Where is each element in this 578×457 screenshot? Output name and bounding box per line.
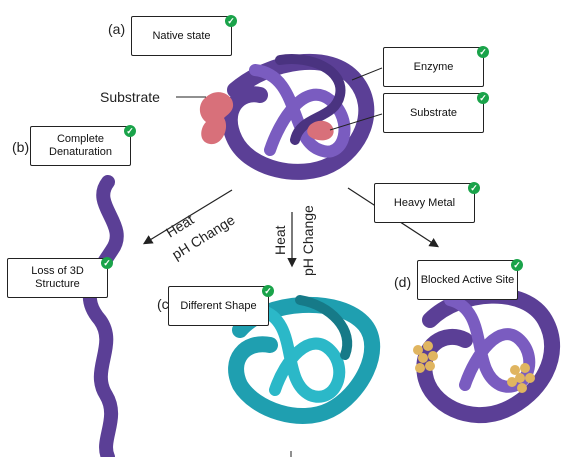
substrate-label-box[interactable]: Substrate ✓ (383, 92, 489, 133)
label-letter-b: (b) (12, 139, 30, 155)
check-icon: ✓ (477, 46, 489, 58)
heavy-metal-ions-right (507, 363, 535, 393)
different-shape-protein (228, 295, 381, 424)
loss-3d-structure-label: Loss of 3D Structure (31, 265, 84, 290)
loss-3d-structure-label-box[interactable]: Loss of 3D Structure ✓ (7, 257, 113, 298)
native-enzyme (221, 53, 375, 180)
check-icon: ✓ (468, 182, 480, 194)
different-shape-label: Different Shape (180, 299, 257, 312)
blocked-enzyme (416, 287, 561, 423)
denatured-strand (82, 175, 124, 457)
check-icon: ✓ (124, 125, 136, 137)
check-icon: ✓ (477, 92, 489, 104)
enzyme-leader (351, 67, 383, 81)
substrate-text: Substrate (100, 89, 160, 105)
different-shape-label-box[interactable]: Different Shape ✓ (168, 285, 274, 326)
native-state-label: Native state (152, 29, 211, 42)
blocked-active-site-label-box[interactable]: Blocked Active Site ✓ (417, 259, 523, 300)
heat-label-middle: Heat (272, 225, 288, 255)
check-icon: ✓ (511, 259, 523, 271)
heavy-metal-label-box[interactable]: Heavy Metal ✓ (374, 182, 480, 223)
substrate-molecule-bound (307, 120, 334, 141)
check-icon: ✓ (262, 285, 274, 297)
enzyme-label: Enzyme (413, 60, 454, 73)
label-letter-d: (d) (394, 274, 412, 290)
complete-denaturation-label-box[interactable]: Complete Denaturation ✓ (30, 125, 136, 166)
heavy-metal-ions-left (413, 341, 438, 373)
heavy-metal-label: Heavy Metal (393, 196, 456, 209)
arrow-to-denatured (142, 189, 233, 245)
label-letter-a: (a) (108, 21, 126, 37)
substrate-box-leader (329, 113, 383, 131)
substrate-label: Substrate (409, 106, 458, 119)
enzyme-label-box[interactable]: Enzyme ✓ (383, 46, 489, 87)
ph-label-middle: pH Change (300, 205, 316, 276)
check-icon: ✓ (225, 15, 237, 27)
check-icon: ✓ (101, 257, 113, 269)
blocked-active-site-label: Blocked Active Site (420, 273, 515, 286)
substrate-molecule-left (199, 92, 234, 145)
native-state-label-box[interactable]: Native state ✓ (131, 15, 237, 56)
complete-denaturation-label: Complete Denaturation (49, 133, 112, 158)
